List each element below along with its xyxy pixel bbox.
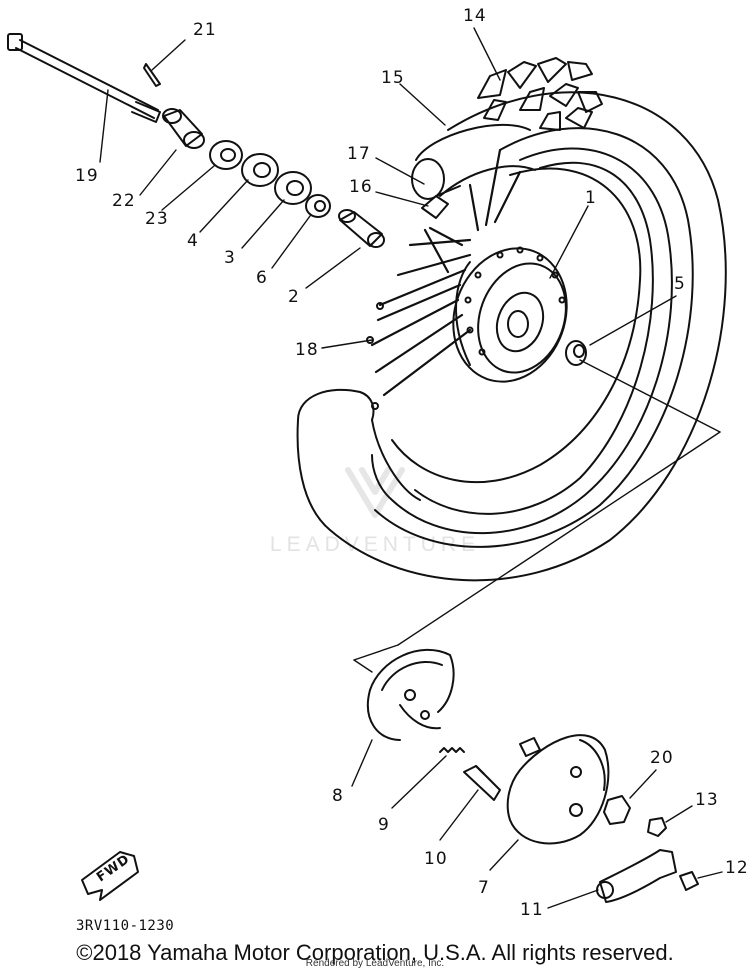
callout-5: 5 (674, 274, 686, 294)
rim (391, 167, 642, 484)
callout-2: 2 (288, 287, 300, 307)
callout-1: 1 (585, 188, 597, 208)
rendered-by-notice: Rendered by LeadVenture, Inc. (305, 958, 445, 969)
leader-18 (321, 339, 373, 349)
diagram-code: 3RV110-1230 (76, 918, 175, 934)
leader-19 (99, 89, 109, 163)
leader-1 (549, 205, 589, 279)
wheel-axle (7, 33, 161, 123)
brake-shoe-plate (506, 734, 610, 845)
callout-3: 3 (224, 248, 236, 268)
callout-13: 13 (695, 790, 719, 810)
leader-11 (547, 889, 599, 909)
leader-2 (305, 247, 361, 289)
copyright-notice: ©2018 Yamaha Motor Corporation, U.S.A. A… (76, 940, 674, 965)
callout-4: 4 (187, 231, 199, 251)
spoke-nipples (366, 302, 384, 410)
brake-shoe (367, 649, 455, 741)
callout-14: 14 (463, 6, 487, 26)
inner-tube (411, 123, 536, 200)
callout-19: 19 (75, 166, 99, 186)
leader-16 (375, 191, 429, 207)
leader-17 (375, 157, 425, 185)
fwd-arrow-icon (81, 851, 139, 901)
callout-9: 9 (378, 815, 390, 835)
callout-8: 8 (332, 786, 344, 806)
nut-20 (603, 795, 631, 825)
callout-12: 12 (725, 858, 749, 878)
collar-right (565, 340, 587, 366)
callout-23: 23 (145, 209, 169, 229)
callout-17: 17 (347, 144, 371, 164)
spacer (338, 209, 385, 248)
leader-6 (271, 215, 311, 269)
bearing-left (241, 153, 279, 187)
callout-11: 11 (520, 900, 544, 920)
bearing-right (274, 171, 312, 205)
leader-3 (241, 199, 285, 249)
valve-stem (421, 185, 461, 219)
callout-10: 10 (424, 849, 448, 869)
callout-21: 21 (193, 20, 217, 40)
bolt-12 (679, 871, 699, 891)
spring (439, 747, 465, 753)
cotter-pin (143, 63, 161, 87)
leader-8 (351, 739, 373, 787)
leader-lines (99, 27, 723, 909)
leader-22 (139, 149, 177, 196)
leader-21 (151, 39, 186, 71)
nut-13 (647, 817, 667, 837)
oil-seal (305, 194, 331, 218)
callout-6: 6 (256, 268, 268, 288)
callout-22: 22 (112, 191, 136, 211)
leader-4 (199, 179, 249, 233)
spokes (370, 148, 522, 397)
collar-left (162, 108, 205, 149)
callout-7: 7 (478, 878, 490, 898)
callout-20: 20 (650, 748, 674, 768)
leader-14 (473, 27, 501, 81)
leader-15 (399, 83, 446, 126)
leader-9 (391, 755, 447, 809)
leader-23 (161, 165, 215, 211)
leader-20 (629, 769, 657, 799)
leader-10 (439, 789, 479, 841)
hub (452, 246, 568, 383)
camshaft-lever (596, 849, 677, 903)
callout-15: 15 (381, 68, 405, 88)
tire (296, 57, 727, 582)
camshaft (463, 765, 501, 801)
watermark-logo (345, 467, 405, 518)
leader-13 (665, 805, 693, 823)
leader-7 (489, 839, 519, 871)
dust-seal (209, 140, 243, 170)
callout-18: 18 (295, 340, 319, 360)
leader-12 (697, 871, 723, 879)
callout-16: 16 (349, 177, 373, 197)
reference-lines (353, 359, 721, 673)
leader-5 (589, 295, 677, 346)
